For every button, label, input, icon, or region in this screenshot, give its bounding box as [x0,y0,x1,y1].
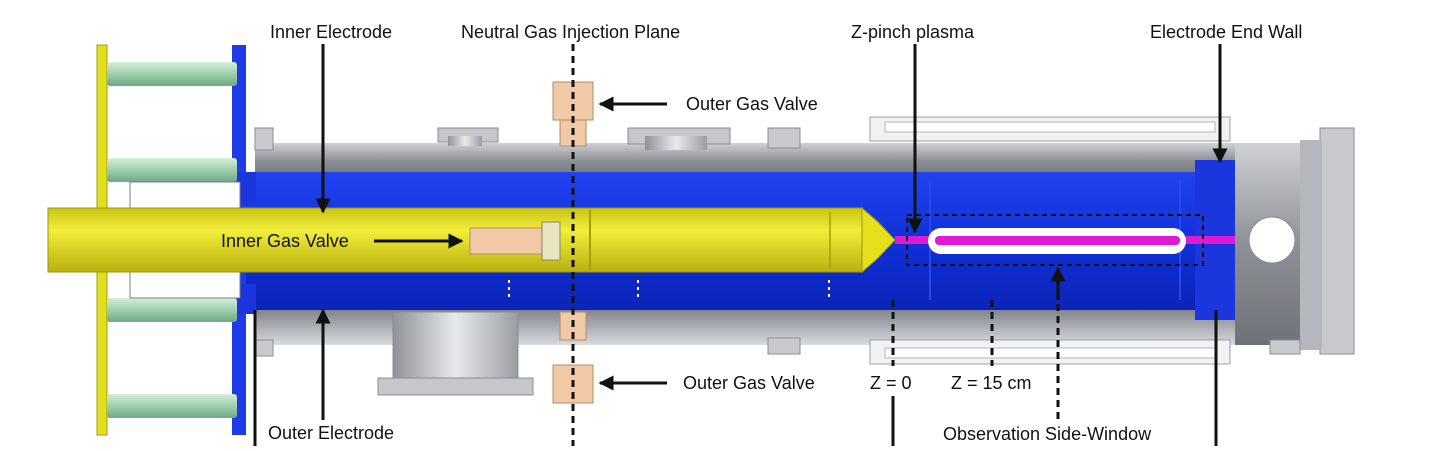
label-electrode-end-wall: Electrode End Wall [1150,22,1303,42]
label-z0: Z = 0 [870,373,912,393]
label-inner-gas-valve: Inner Gas Valve [221,231,349,251]
label-outer-gas-valve-bottom: Outer Gas Valve [683,373,815,393]
label-outer-gas-valve-top: Outer Gas Valve [686,94,818,114]
label-injection-plane: Neutral Gas Injection Plane [461,22,681,42]
vacuum-vessel [254,116,1355,396]
label-inner-electrode: Inner Electrode [270,22,393,42]
label-observation-side-window: Observation Side-Window [943,424,1152,444]
label-z15: Z = 15 cm [951,373,1032,393]
label-z-pinch-plasma: Z-pinch plasma [851,22,975,42]
inner-electrode-body [47,206,896,274]
observation-window-outline [906,214,1204,266]
outer-gas-valve-top-body [552,81,594,147]
z-pinch-plasma-column [895,228,1235,254]
label-outer-electrode: Outer Electrode [268,423,395,443]
